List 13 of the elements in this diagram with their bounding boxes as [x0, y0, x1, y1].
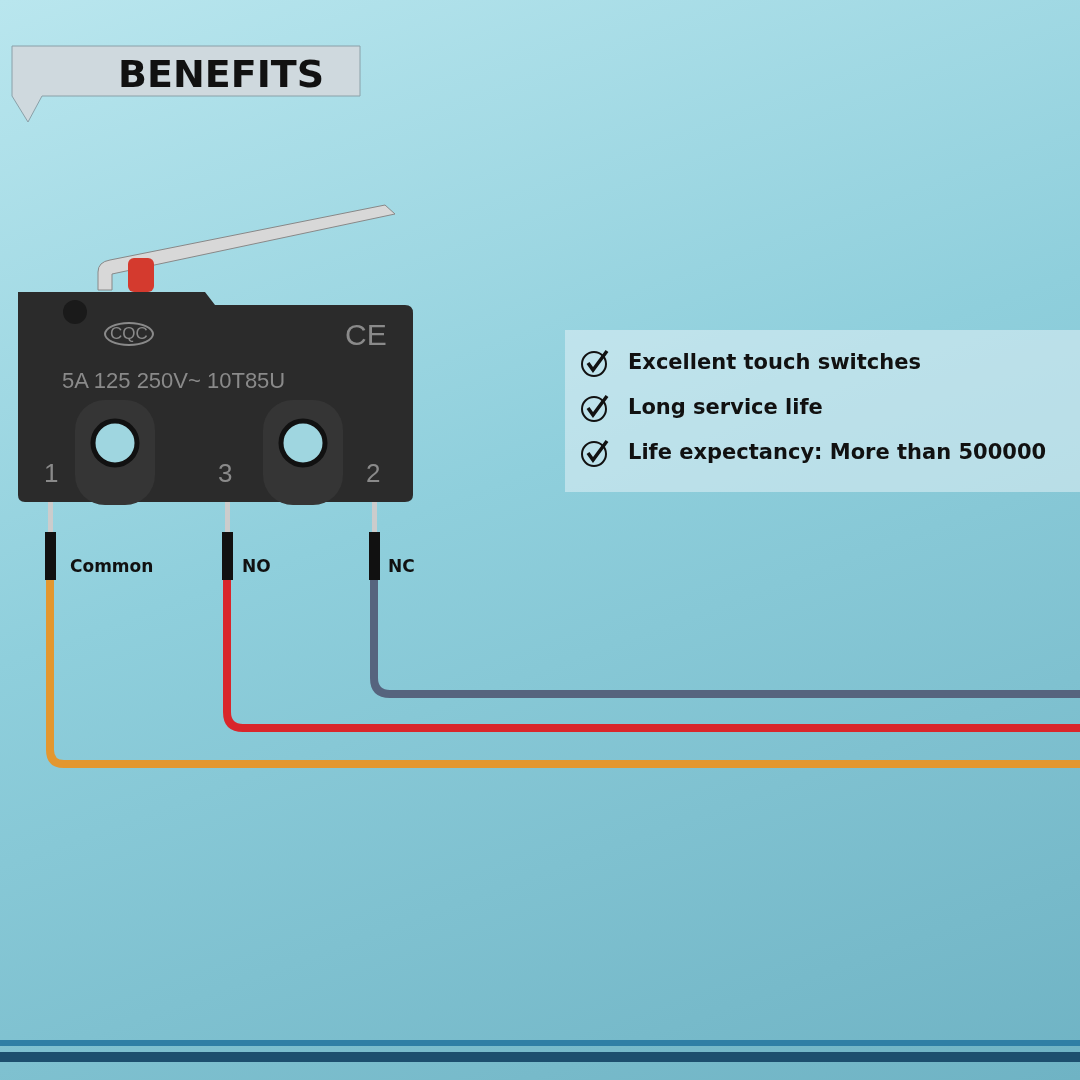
rating-text: 5A 125 250V~ 10T85U [62, 368, 286, 394]
benefit-text: Excellent touch switches [628, 350, 921, 374]
terminal-label: NO [242, 556, 271, 576]
terminal-label: NC [388, 556, 415, 576]
pin-number: 1 [44, 458, 59, 489]
benefit-text: Long service life [628, 395, 823, 419]
certification-mark: CE [345, 318, 387, 352]
title: BENEFITS [118, 52, 325, 96]
certification-mark: CQC [104, 322, 154, 346]
pin-number: 2 [366, 458, 381, 489]
terminal-label: Common [70, 556, 154, 576]
pin-number: 3 [218, 458, 233, 489]
benefit-text: Life expectancy: More than 500000 [628, 440, 1047, 464]
